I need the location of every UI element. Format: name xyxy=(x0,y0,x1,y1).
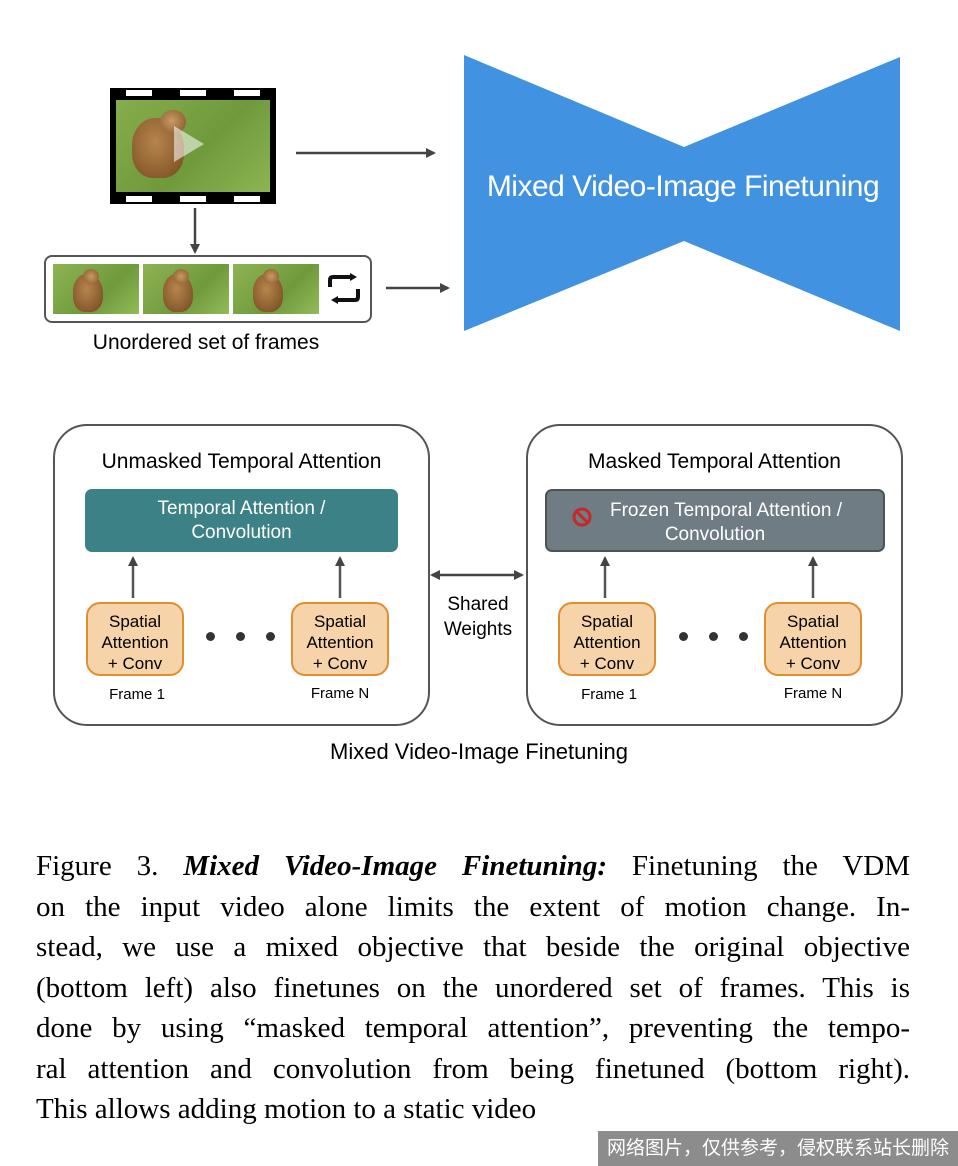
frozen-attention-label-line1: Frozen Temporal Attention / xyxy=(610,500,842,521)
frame-1-label: Frame 1 xyxy=(581,686,637,703)
spatial-label: Spatial xyxy=(314,612,366,631)
diagram-bottom-label: Mixed Video-Image Finetuning xyxy=(330,739,628,764)
caption-line4: (bottom left) also finetunes on the unor… xyxy=(36,971,910,1004)
frozen-temporal-attention-bar: Frozen Temporal Attention / Convolution xyxy=(545,489,885,552)
temporal-attention-label-line1: Temporal Attention / xyxy=(157,498,326,519)
spatial-label: Spatial xyxy=(109,612,161,631)
frame-thumbnail xyxy=(53,264,139,314)
conv-label: + Conv xyxy=(785,654,841,673)
prohibited-icon xyxy=(572,507,592,527)
conv-label: + Conv xyxy=(579,654,635,673)
frame-n-label: Frame N xyxy=(310,685,370,702)
ellipsis-dot xyxy=(679,632,688,641)
attention-label: Attention xyxy=(101,633,169,652)
frame-1-label: Frame 1 xyxy=(109,686,165,703)
shared-weights-label: Shared Weights xyxy=(430,592,526,642)
attention-label: Attention xyxy=(573,633,641,652)
frame-n-label: Frame N xyxy=(783,685,843,702)
play-icon xyxy=(174,126,204,162)
conv-label: + Conv xyxy=(107,654,163,673)
caption-line2: on the input video alone limits the exte… xyxy=(36,890,910,923)
figure-number: Figure 3. xyxy=(36,850,159,882)
ellipsis-dot xyxy=(266,632,275,641)
spatial-attention-block-frame-1: Spatial Attention + Conv xyxy=(86,602,184,676)
unmasked-box-title: Unmasked Temporal Attention xyxy=(101,450,382,473)
spatial-label: Spatial xyxy=(581,612,633,631)
caption-line1: Finetuning the VDM xyxy=(631,850,910,882)
spatial-attention-block-frame-n: Spatial Attention + Conv xyxy=(291,602,389,676)
figure-title: Mixed Video-Image Finetuning: xyxy=(183,850,607,882)
frame-thumbnail xyxy=(233,264,319,314)
weights-label: Weights xyxy=(443,619,513,640)
caption-line5: done by using “masked temporal attention… xyxy=(36,1012,910,1044)
ellipsis-dot xyxy=(206,632,215,641)
figure-caption: Figure 3. Mixed Video-Image Finetuning: … xyxy=(36,846,910,1130)
spatial-label: Spatial xyxy=(787,612,839,631)
caption-line6: ral attention and convolution from being… xyxy=(36,1052,910,1085)
shuffle-icon xyxy=(328,273,360,304)
hourglass-label: Mixed Video-Image Finetuning xyxy=(486,170,880,203)
ellipsis-dot xyxy=(739,632,748,641)
caption-line3: stead, we use a mixed objective that bes… xyxy=(36,931,910,963)
attention-label: Attention xyxy=(306,633,374,652)
masked-box-title: Masked Temporal Attention xyxy=(588,450,841,473)
video-clip-thumbnail xyxy=(110,88,276,204)
middle-arrows xyxy=(128,556,818,598)
top-arrows xyxy=(190,148,450,293)
temporal-attention-label-line2: Convolution xyxy=(191,522,292,543)
ellipsis-dot xyxy=(709,632,718,641)
shared-label: Shared xyxy=(447,594,509,615)
ellipsis-dot xyxy=(236,632,245,641)
watermark-banner: 网络图片，仅供参考，侵权联系站长删除 xyxy=(598,1131,958,1166)
hourglass-model-shape xyxy=(464,55,900,331)
monkey-video-frame xyxy=(116,100,270,192)
spatial-attention-block-frame-n: Spatial Attention + Conv xyxy=(764,602,862,676)
caption-line7: This allows adding motion to a static vi… xyxy=(36,1093,537,1125)
spatial-attention-block-frame-1: Spatial Attention + Conv xyxy=(558,602,656,676)
temporal-attention-bar: Temporal Attention / Convolution xyxy=(85,489,398,552)
conv-label: + Conv xyxy=(312,654,368,673)
frames-label: Unordered set of frames xyxy=(92,331,320,354)
attention-label: Attention xyxy=(779,633,847,652)
unordered-frames-box xyxy=(44,255,372,323)
frozen-attention-label-line2: Convolution xyxy=(664,524,766,545)
frame-thumbnail xyxy=(143,264,229,314)
